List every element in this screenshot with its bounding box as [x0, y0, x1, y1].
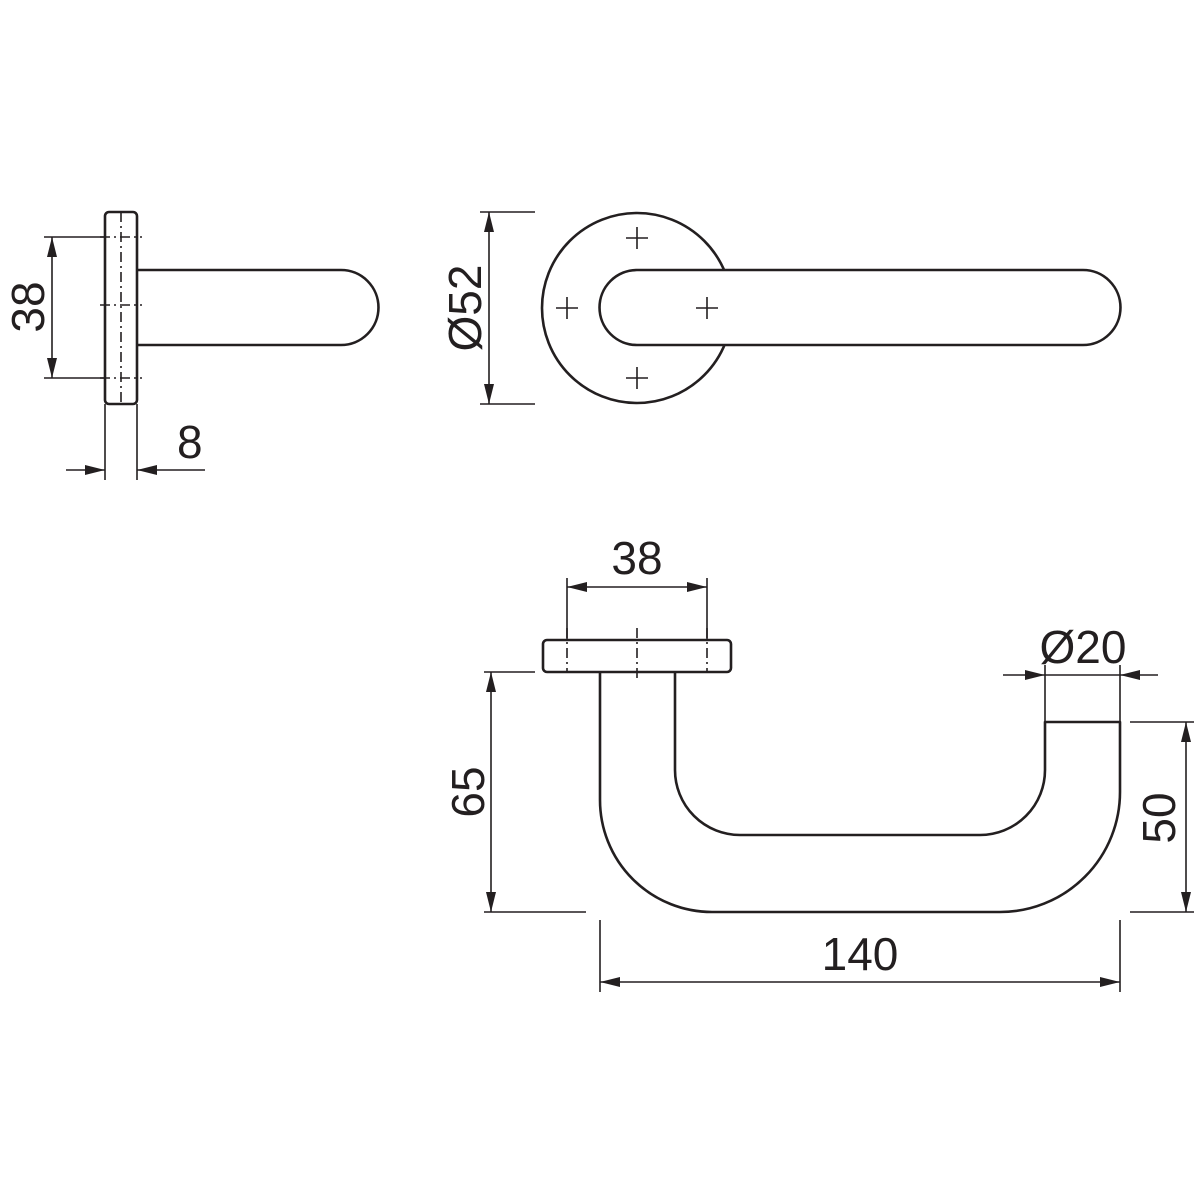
dimension-label: 38 [2, 281, 54, 332]
dimension-side-rose-height: 38 [2, 236, 105, 379]
u-lever-outer [598, 672, 1122, 914]
dimension-label: Ø52 [439, 265, 491, 352]
dimension-label: 8 [177, 416, 203, 468]
front-view: Ø52 [439, 211, 1122, 405]
side-view: 38 8 [2, 210, 380, 480]
side-lever [137, 268, 380, 347]
dimension-front-rose-diameter: Ø52 [439, 211, 535, 405]
top-view: 38 Ø20 65 50 140 [442, 532, 1194, 992]
dimension-lever-height: 50 [1130, 721, 1194, 913]
dimension-label: 38 [611, 532, 662, 584]
dimension-top-rose-span: 38 [566, 532, 708, 640]
dimension-label: 140 [822, 928, 899, 980]
dimension-label: Ø20 [1040, 621, 1127, 673]
screw-marks [556, 227, 718, 389]
dimension-lever-diameter: Ø20 [1003, 621, 1158, 722]
dimension-lever-length: 140 [599, 920, 1121, 992]
front-lever [598, 268, 1122, 347]
dimension-label: 50 [1133, 792, 1185, 843]
dimension-side-rose-thickness: 8 [66, 404, 205, 480]
dimension-projection: 65 [442, 671, 586, 913]
dimension-label: 65 [442, 766, 494, 817]
